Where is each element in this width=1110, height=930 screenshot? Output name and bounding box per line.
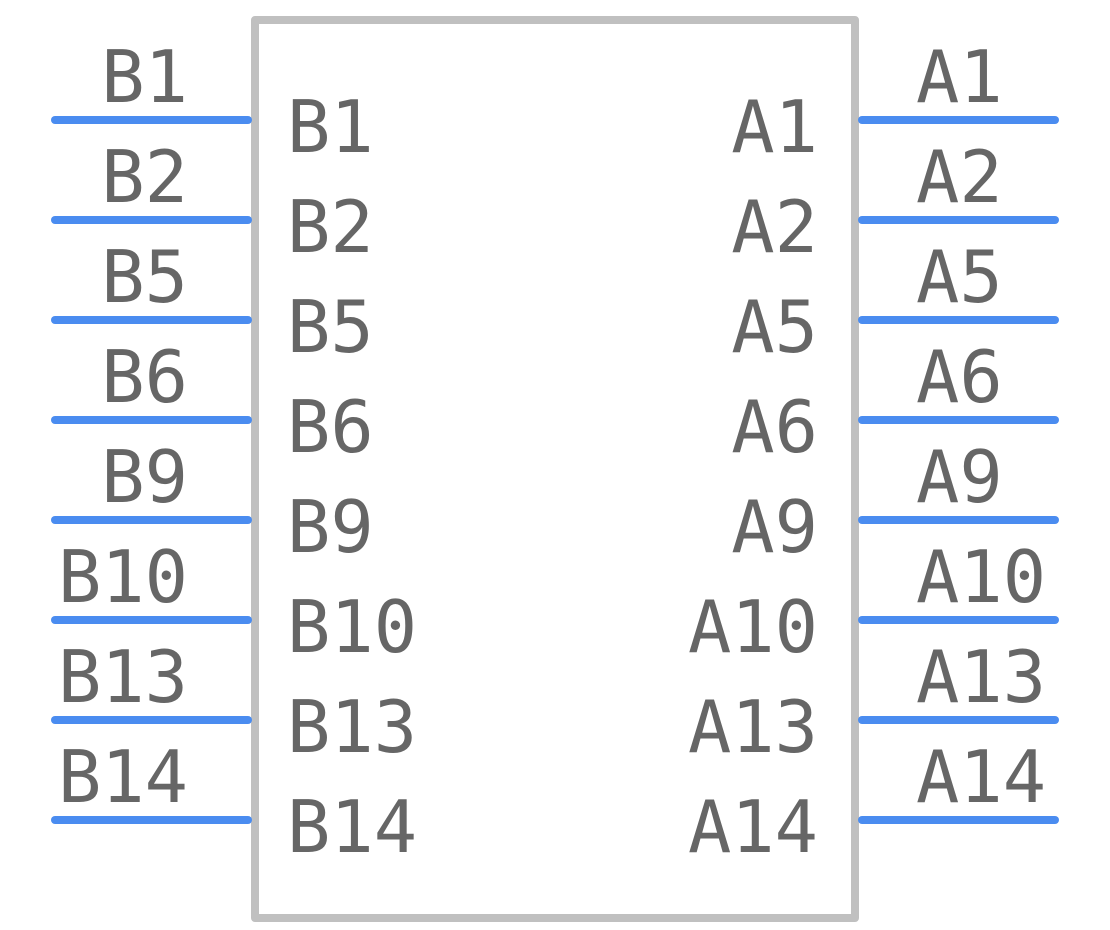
pin-number-label: B10: [58, 535, 188, 619]
pin-number-label: A2: [916, 135, 1003, 219]
pin-number-label: A1: [916, 35, 1003, 119]
pin-number-label: A9: [916, 435, 1003, 519]
pin-name-label: A14: [688, 785, 818, 869]
pin-name-label: A1: [731, 85, 818, 169]
pin-name-label: B1: [287, 85, 374, 169]
pin-name-label: B5: [287, 285, 374, 369]
pin-number-label: A13: [916, 635, 1046, 719]
pin-name-label: A10: [688, 585, 818, 669]
pin-number-label: B14: [58, 735, 188, 819]
pin-name-label: B2: [287, 185, 374, 269]
pin-name-label: A13: [688, 685, 818, 769]
pin-name-label: A9: [731, 485, 818, 569]
pin-number-label: A10: [916, 535, 1046, 619]
pins-layer: B1B1B2B2B5B5B6B6B9B9B10B10B13B13B14B14A1…: [51, 35, 1059, 869]
pin-number-label: B13: [58, 635, 188, 719]
pin-number-label: B6: [101, 335, 188, 419]
pin-name-label: A6: [731, 385, 818, 469]
pin-name-label: A2: [731, 185, 818, 269]
pin-number-label: A14: [916, 735, 1046, 819]
pin-number-label: B5: [101, 235, 188, 319]
component-body: [251, 16, 859, 922]
pin-number-label: A6: [916, 335, 1003, 419]
pin-name-label: B9: [287, 485, 374, 569]
pin-number-label: A5: [916, 235, 1003, 319]
pin-name-label: B6: [287, 385, 374, 469]
pin-number-label: B9: [101, 435, 188, 519]
pin-number-label: B2: [101, 135, 188, 219]
pin-name-label: B14: [287, 785, 417, 869]
pin-name-label: B13: [287, 685, 417, 769]
pin-name-label: A5: [731, 285, 818, 369]
pin-name-label: B10: [287, 585, 417, 669]
pin-number-label: B1: [101, 35, 188, 119]
